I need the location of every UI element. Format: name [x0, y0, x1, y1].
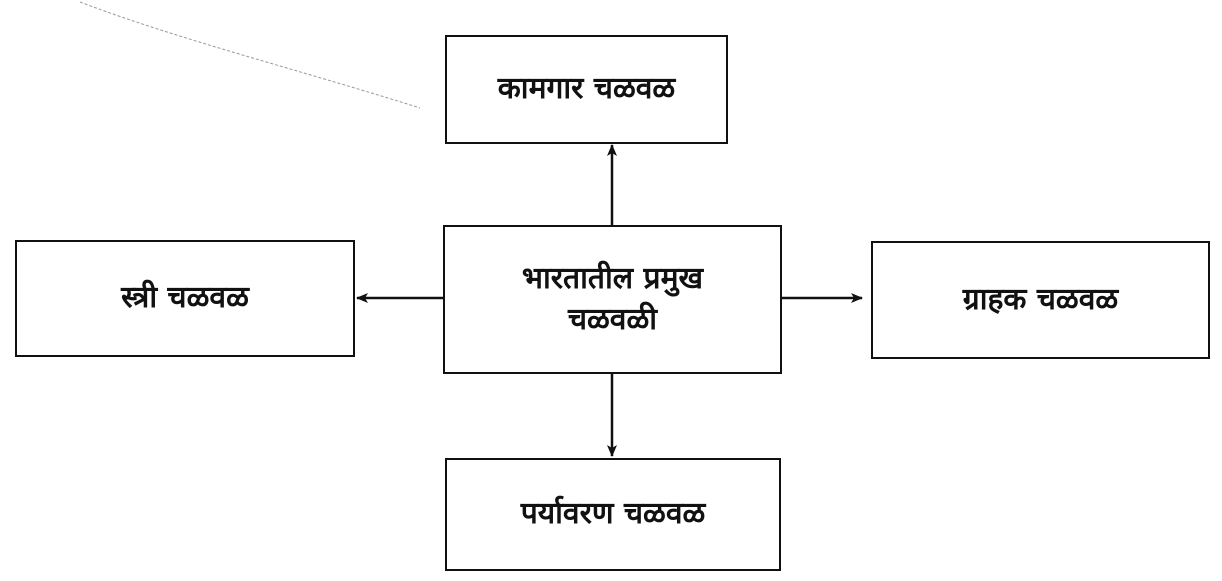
node-center: भारतातील प्रमुख चळवळी [443, 225, 782, 374]
node-right: ग्राहक चळवळ [871, 241, 1210, 359]
node-center-line1: भारतातील प्रमुख [521, 261, 704, 296]
node-bottom-label: पर्यावरण चळवळ [520, 496, 706, 532]
node-center-line2: चळवळी [567, 301, 658, 337]
scan-stroke [79, 1, 421, 109]
node-bottom: पर्यावरण चळवळ [445, 458, 781, 571]
node-top: कामगार चळवळ [445, 35, 728, 144]
node-top-label: कामगार चळवळ [497, 71, 676, 107]
node-left-label: स्त्री चळवळ [121, 280, 249, 316]
node-right-label: ग्राहक चळवळ [962, 281, 1119, 317]
node-left: स्त्री चळवळ [15, 240, 355, 357]
